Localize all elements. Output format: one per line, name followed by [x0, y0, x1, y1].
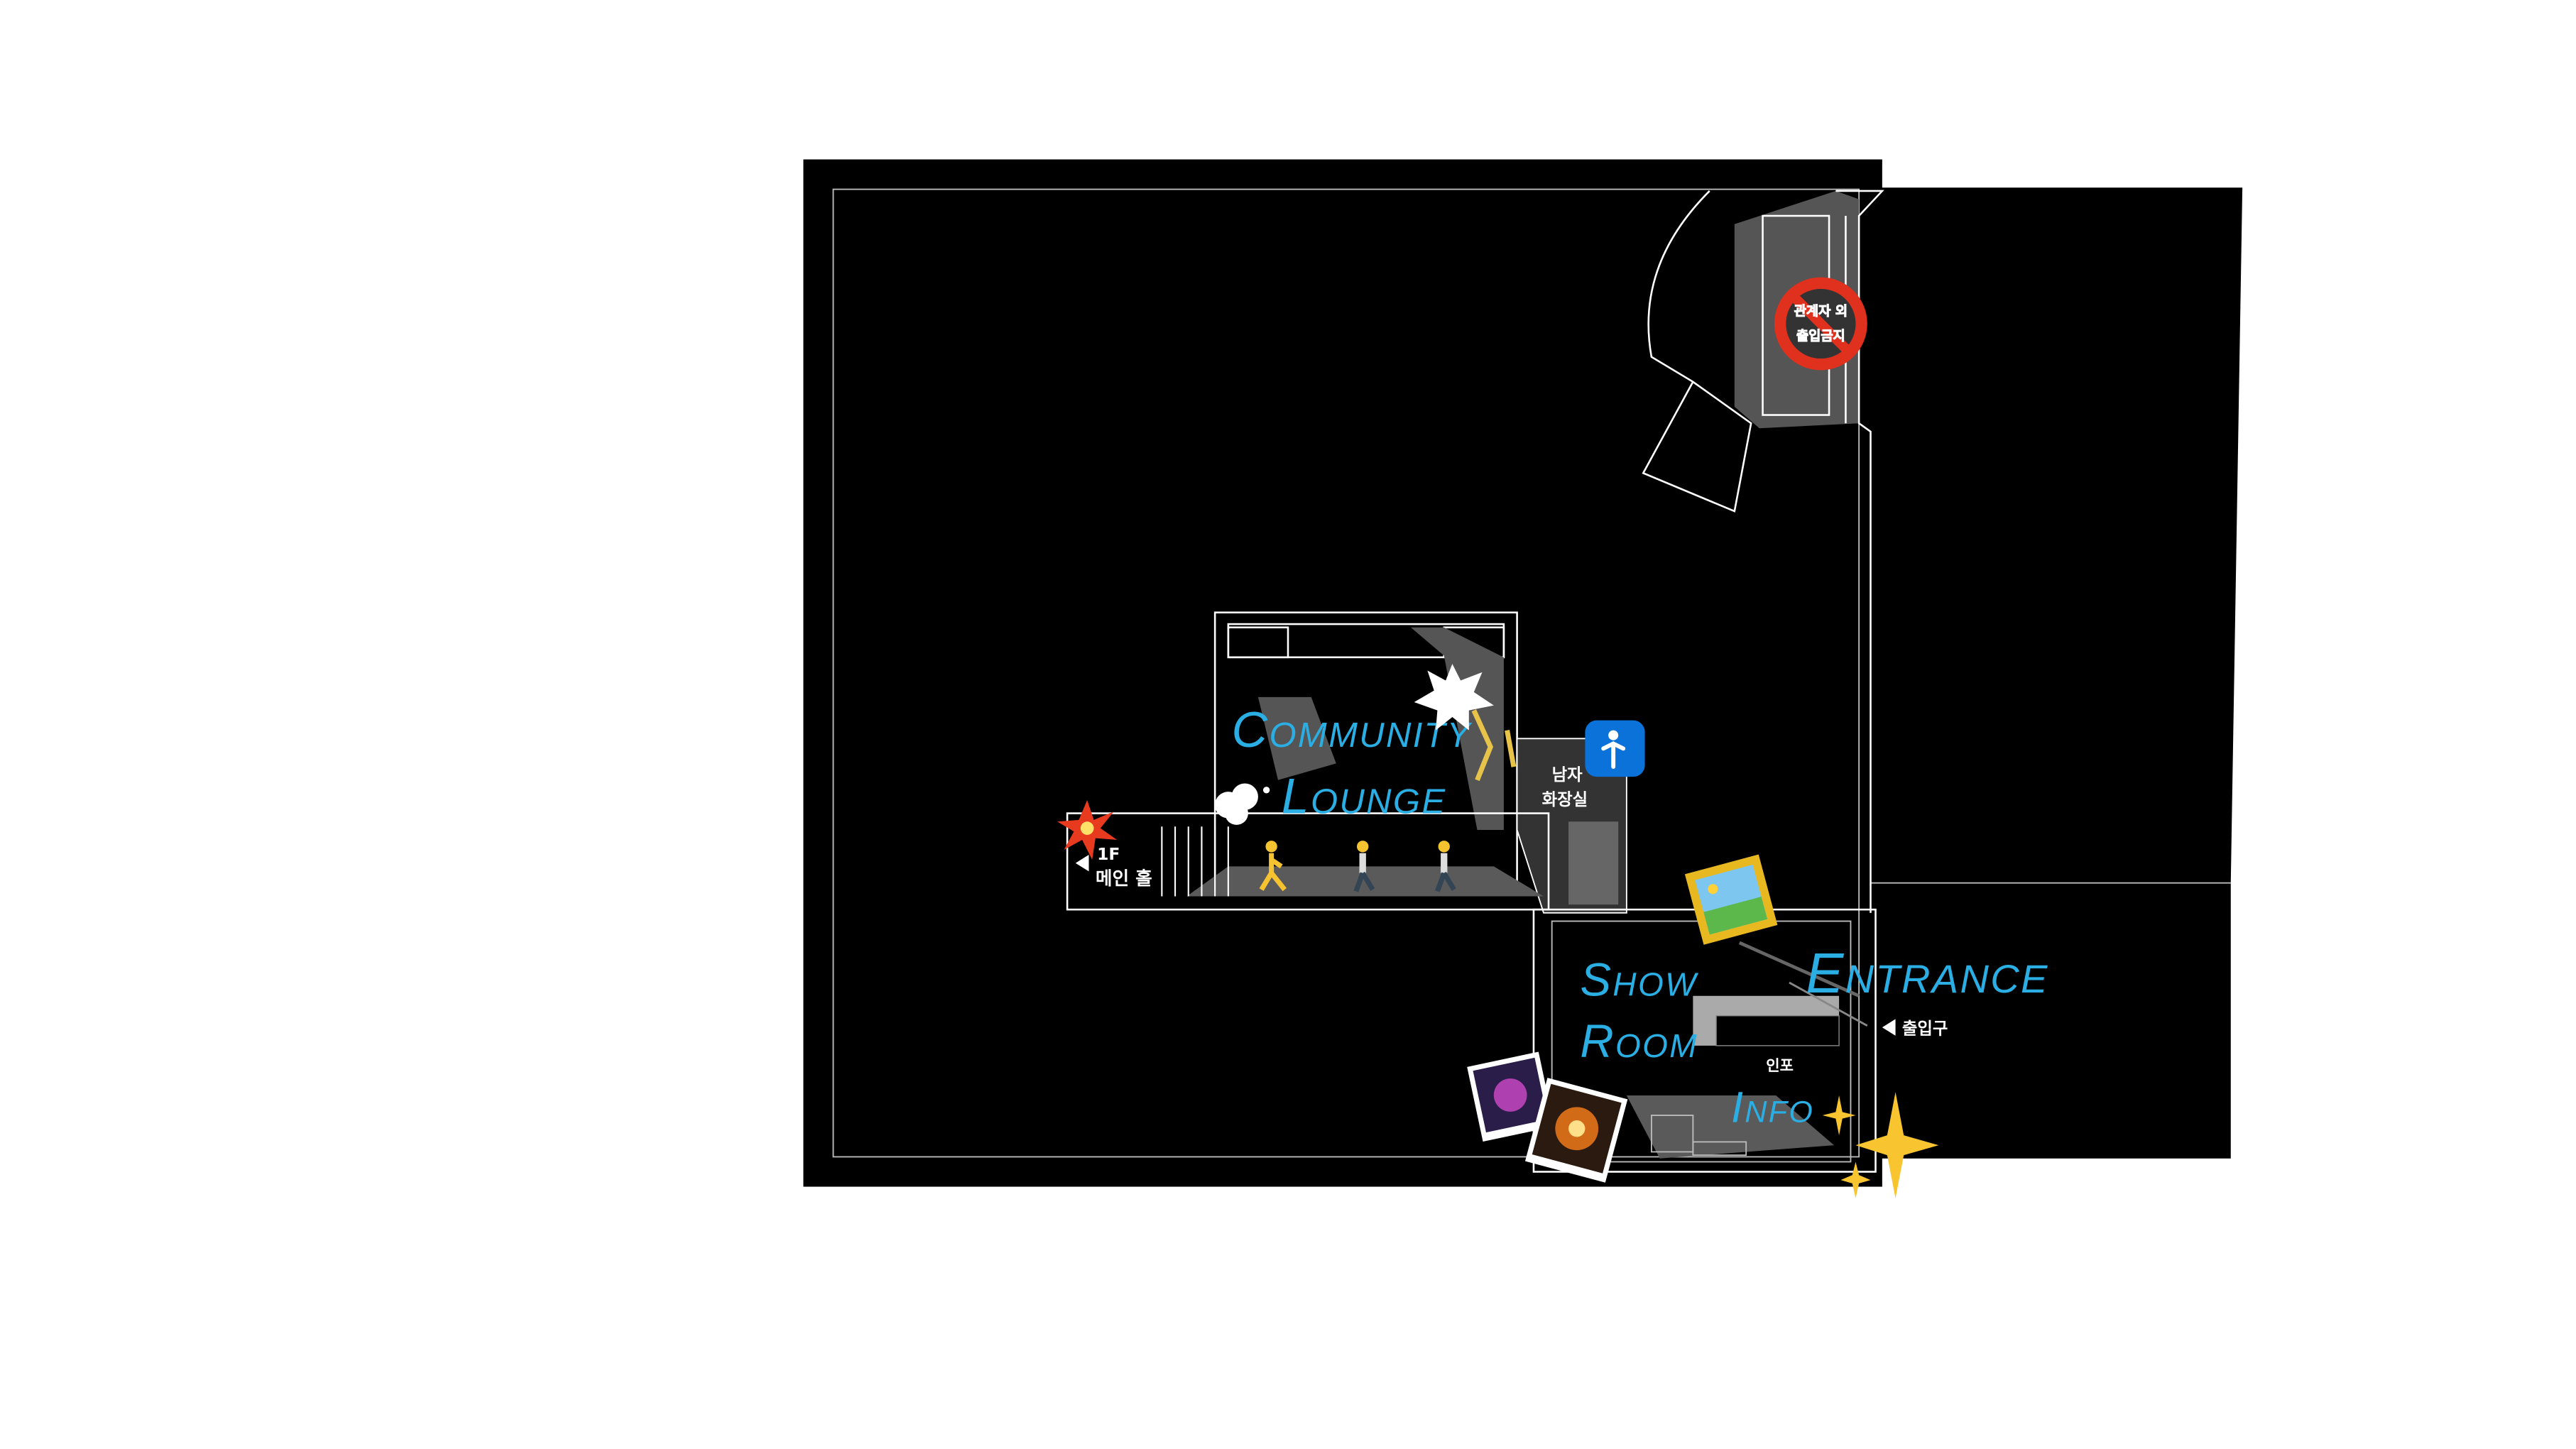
person-walking-icon [1435, 841, 1456, 892]
person-walking-icon [1353, 841, 1375, 892]
label-1f: 1F [1097, 844, 1120, 864]
label-show: Show [1580, 954, 1699, 1006]
sparkler-photo-icon [1524, 1078, 1628, 1183]
label-room: Room [1580, 1015, 1698, 1067]
label-main-hall: 메인 홀 [1096, 868, 1152, 890]
champagne-icon [1414, 664, 1517, 782]
label-info-kor: 인포 [1766, 1056, 1794, 1074]
mens-restroom-icon [1585, 720, 1645, 777]
label-exit: 출입구 [1902, 1018, 1948, 1038]
building-east [1859, 187, 2243, 883]
framed-picture-icon [1684, 854, 1778, 945]
label-restroom-1: 남자 [1552, 765, 1583, 784]
label-info: Info [1731, 1083, 1814, 1131]
label-entrance: Entrance [1806, 941, 2048, 1005]
no-entry-icon: 관계자 외 출입금지 [1774, 277, 1867, 371]
no-entry-line1: 관계자 외 [1794, 304, 1848, 319]
arrow-left-icon [1882, 1019, 1896, 1036]
label-community: Community [1232, 702, 1473, 758]
person-running-icon [1259, 841, 1287, 892]
fireworks-photo-icon [1467, 1051, 1555, 1142]
no-entry-line2: 출입금지 [1796, 328, 1845, 344]
label-lounge: Lounge [1282, 769, 1447, 824]
arrow-left-icon [1075, 855, 1089, 872]
sparkles-icon [1822, 1092, 1939, 1198]
building-southeast [1859, 882, 2231, 1159]
speech-cloud-icon [1215, 783, 1270, 825]
label-restroom-2: 화장실 [1542, 789, 1588, 809]
collision-core [1080, 821, 1094, 835]
